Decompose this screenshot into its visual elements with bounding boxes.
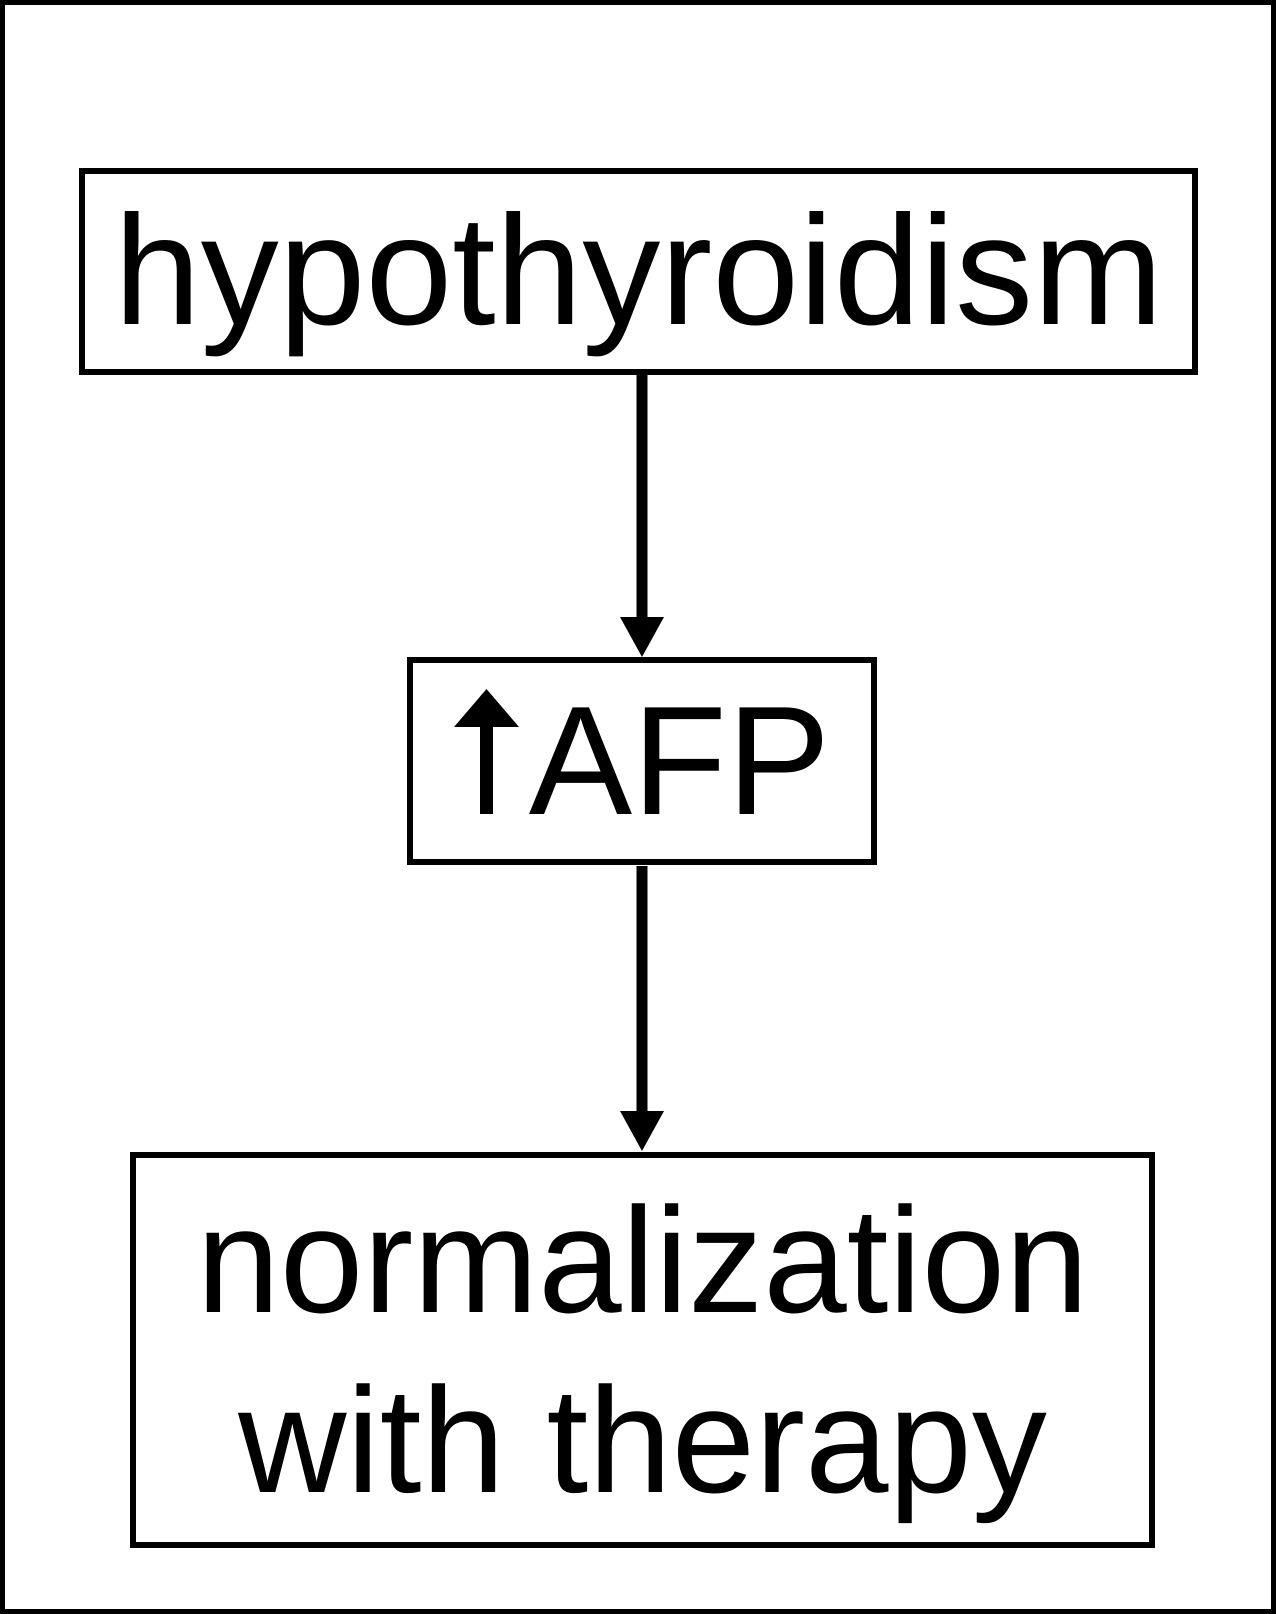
node-afp: AFP — [407, 657, 877, 865]
node-normalization: normalization with therapy — [130, 1152, 1155, 1548]
node-normalization-label: normalization with therapy — [196, 1176, 1089, 1524]
node-afp-content: AFP — [453, 673, 831, 847]
node-afp-label: AFP — [528, 673, 831, 847]
up-arrow-icon — [453, 688, 519, 814]
arrow-down-icon — [620, 375, 664, 657]
node-hypothyroidism: hypothyroidism — [79, 168, 1198, 375]
node-hypothyroidism-label: hypothyroidism — [113, 183, 1164, 358]
arrow-down-icon — [620, 866, 664, 1151]
